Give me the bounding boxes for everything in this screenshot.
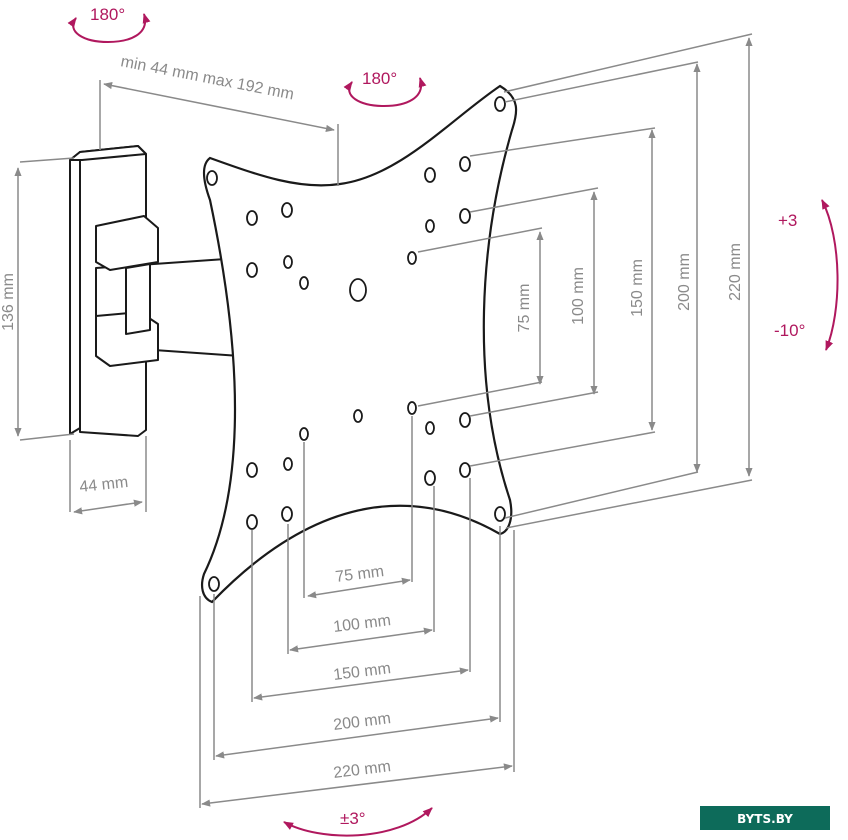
hole-mid-tl xyxy=(283,255,293,269)
label-v100: 100 mm xyxy=(570,267,587,325)
hole-75-tl xyxy=(299,276,309,290)
label-v150: 150 mm xyxy=(629,259,646,317)
label-v220: 220 mm xyxy=(727,243,744,301)
dimension-lines xyxy=(14,33,753,808)
dim-line-h75 xyxy=(307,577,411,599)
label-rotation-wall: 180° xyxy=(90,5,125,24)
mounting-holes xyxy=(206,96,506,592)
label-h100: 100 mm xyxy=(332,612,391,636)
dim-line-h220 xyxy=(201,763,513,807)
hole-220-tr xyxy=(494,96,506,112)
hole-75-tr xyxy=(407,251,417,265)
label-plate-height: 136 mm xyxy=(0,273,17,331)
dim-line-h200 xyxy=(215,715,499,759)
label-h75: 75 mm xyxy=(334,563,385,586)
label-h150: 150 mm xyxy=(332,660,391,684)
rotate-arrow-wall xyxy=(67,13,151,44)
label-h200: 200 mm xyxy=(332,710,391,734)
hole-center xyxy=(349,278,367,302)
dim-line-h100 xyxy=(289,627,433,653)
hole-75-bl xyxy=(299,427,309,441)
dim-line-h150 xyxy=(253,667,469,701)
rotate-arrow-plate xyxy=(343,77,427,108)
dim-line-arm-extension xyxy=(103,82,335,132)
label-h220: 220 mm xyxy=(332,758,391,782)
hole-mid-bl xyxy=(283,457,293,471)
arm-joint xyxy=(125,263,151,335)
label-tilt-down: -10° xyxy=(774,321,805,340)
hole-100-tl xyxy=(246,262,258,278)
hole-75-br xyxy=(407,401,417,415)
rotation-arrows xyxy=(67,13,839,837)
tilt-arrow xyxy=(821,199,839,351)
hole-100-bl xyxy=(246,462,258,478)
hole-150-bl xyxy=(281,506,293,522)
label-v75: 75 mm xyxy=(516,284,533,333)
label-level: ±3° xyxy=(340,809,366,828)
hole-150-br xyxy=(424,470,436,486)
arm-upper xyxy=(95,215,159,271)
label-arm-extension: min 44 mm max 192 mm xyxy=(119,53,295,103)
hole-220-bl xyxy=(208,576,220,592)
hole-100-br xyxy=(459,412,471,428)
label-tilt-up: +3 xyxy=(778,211,797,230)
label-v200: 200 mm xyxy=(676,253,693,311)
hole-220-br xyxy=(494,506,506,522)
wall-plate-side xyxy=(69,151,81,435)
hole-center-small xyxy=(353,409,363,423)
brand-logo-text: BYTS.BY xyxy=(737,812,793,826)
brand-logo: BYTS.BY xyxy=(700,806,830,830)
label-rotation-plate: 180° xyxy=(362,69,397,88)
hole-150-tl xyxy=(281,202,293,218)
hole-100-tr xyxy=(459,208,471,224)
dim-line-plate-width xyxy=(73,499,143,515)
hole-200-tr xyxy=(459,156,471,172)
hole-150-tr xyxy=(424,167,436,183)
hole-200-tl xyxy=(246,210,258,226)
vesa-plate xyxy=(201,84,518,604)
hole-mid-tr xyxy=(425,219,435,233)
hole-220-tl xyxy=(206,170,218,186)
hole-200-bl xyxy=(246,514,258,530)
label-plate-width: 44 mm xyxy=(79,474,129,496)
level-arrow xyxy=(283,807,433,837)
hole-mid-br xyxy=(425,421,435,435)
hole-200-br xyxy=(459,462,471,478)
wall-bracket xyxy=(69,145,241,437)
wall-plate-top xyxy=(69,145,147,161)
